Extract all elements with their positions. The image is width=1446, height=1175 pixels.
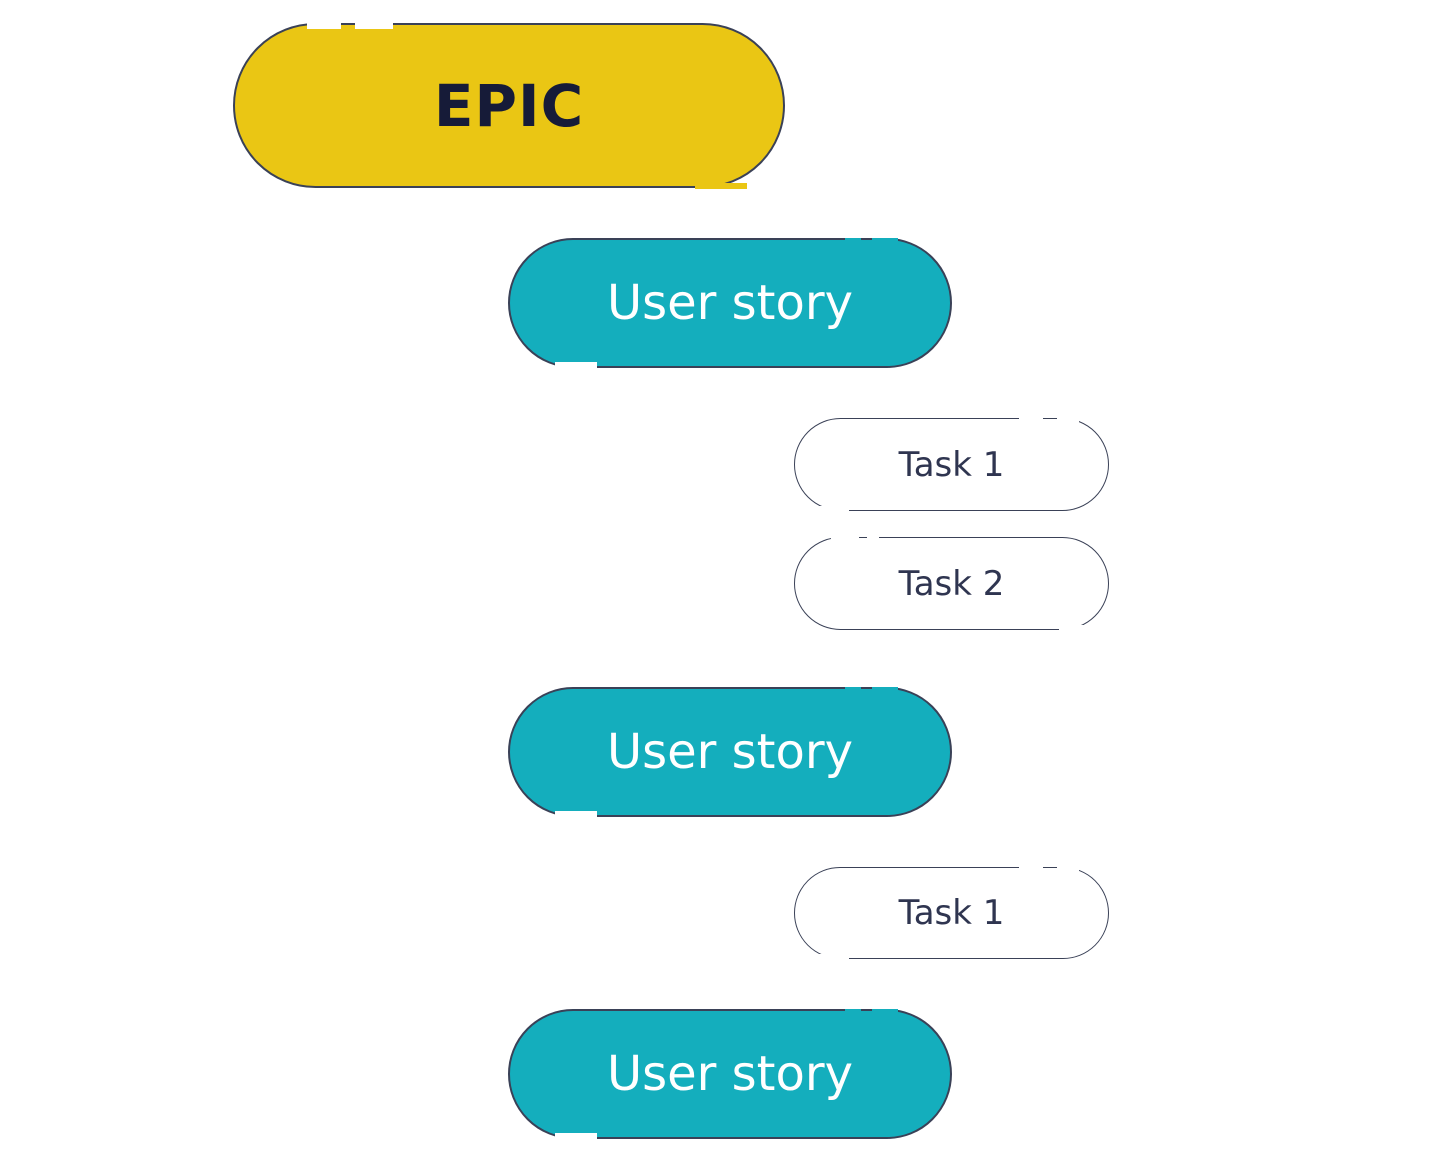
sketch-stroke-gap xyxy=(1059,625,1095,631)
task-label: Task 1 xyxy=(898,893,1005,933)
user-story-label: User story xyxy=(607,1046,853,1102)
sketch-stroke-gap xyxy=(845,238,861,244)
epic-label: EPIC xyxy=(433,71,585,140)
task-label: Task 1 xyxy=(898,444,1005,485)
sketch-stroke-gap xyxy=(872,1009,898,1015)
sketch-stroke-gap xyxy=(1057,417,1079,423)
sketch-stroke-gap xyxy=(867,536,879,542)
sketch-stroke-gap xyxy=(1057,866,1079,872)
sketch-stroke-gap xyxy=(1019,417,1043,423)
sketch-stroke-gap xyxy=(1019,866,1043,872)
task-node-1-2: Task 2 xyxy=(794,536,1109,631)
sketch-stroke-gap xyxy=(695,183,747,189)
sketch-stroke-gap xyxy=(831,536,859,542)
sketch-stroke-gap xyxy=(845,687,861,693)
sketch-stroke-gap xyxy=(819,506,849,512)
user-story-label: User story xyxy=(607,724,853,780)
sketch-stroke-gap xyxy=(555,1133,597,1139)
sketch-stroke-gap xyxy=(819,954,849,960)
user-story-label: User story xyxy=(607,275,853,331)
task-node-2-1: Task 1 xyxy=(794,866,1109,960)
sketch-stroke-gap xyxy=(872,687,898,693)
task-node-1-1: Task 1 xyxy=(794,417,1109,512)
sketch-stroke-gap xyxy=(355,23,393,29)
sketch-stroke-gap xyxy=(555,811,597,817)
sketch-stroke-gap xyxy=(845,1009,861,1015)
task-label: Task 2 xyxy=(898,563,1005,604)
sketch-stroke-gap xyxy=(872,238,898,244)
user-story-node-3: User story xyxy=(508,1009,952,1139)
epic-node: EPIC xyxy=(233,23,785,189)
user-story-node-2: User story xyxy=(508,687,952,817)
sketch-stroke-gap xyxy=(555,362,597,368)
user-story-node-1: User story xyxy=(508,238,952,368)
sketch-stroke-gap xyxy=(307,23,341,29)
